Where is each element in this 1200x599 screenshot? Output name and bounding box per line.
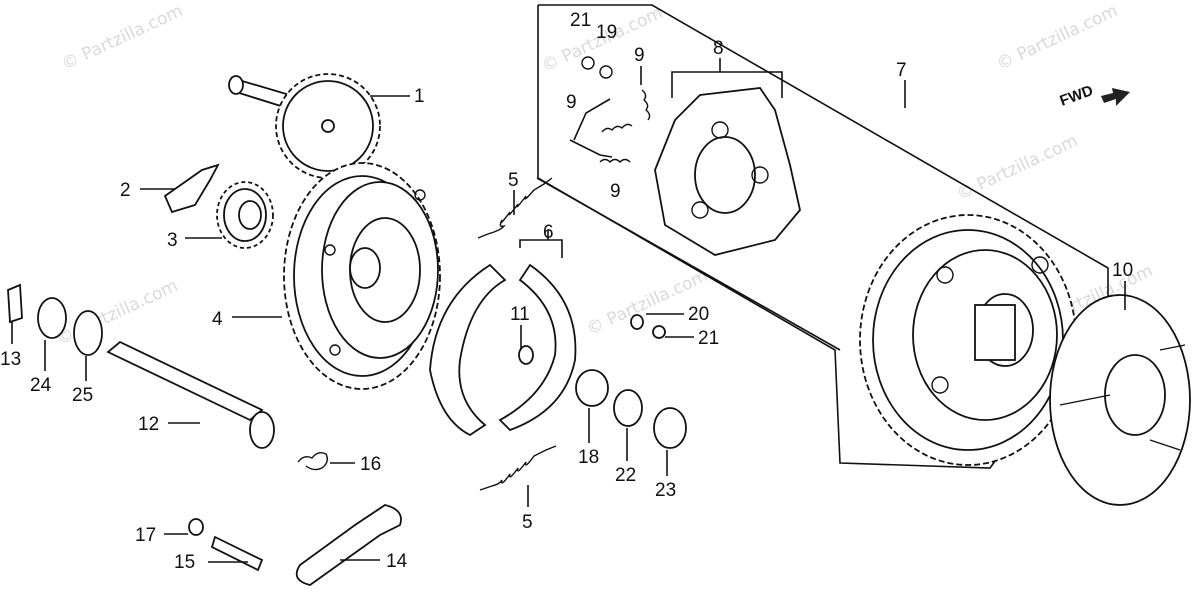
part-22-washer	[613, 389, 643, 427]
part-14-arm	[295, 504, 402, 586]
callout-20: 20	[688, 304, 709, 325]
callout-4: 4	[212, 309, 223, 330]
part-8-clutch-shoes	[654, 87, 801, 256]
callout-1: 1	[414, 86, 425, 107]
callout-11: 11	[510, 304, 530, 325]
forward-direction-arrow: FWD	[1058, 82, 1130, 110]
part-5-spring-upper	[477, 177, 553, 239]
leader-lines	[11, 58, 1126, 563]
callout-16: 16	[360, 454, 381, 475]
part-9-spring	[641, 89, 651, 121]
part-2-plate	[163, 163, 220, 214]
callout-9: 9	[566, 92, 577, 113]
watermark: © Partzilla.com	[59, 1, 186, 75]
part-10-side-plate	[1049, 294, 1191, 506]
callout-14: 14	[386, 551, 408, 572]
part-16-spring	[297, 451, 329, 471]
part-12-shaft	[106, 340, 275, 449]
callout-24: 24	[30, 375, 52, 396]
callout-19: 19	[596, 22, 617, 43]
part-3-small-gear	[216, 181, 274, 249]
callout-5: 5	[508, 170, 519, 191]
callout-8: 8	[713, 38, 724, 59]
callout-21: 21	[698, 328, 719, 349]
part-9-spring	[599, 158, 631, 163]
part-21-clip	[652, 325, 666, 339]
fwd-label: FWD	[1058, 82, 1096, 110]
part-24-bearing	[37, 297, 67, 339]
part-20-washer	[630, 314, 644, 330]
callout-13: 13	[0, 349, 21, 370]
assembly-outline-edge	[536, 177, 841, 351]
callout-12: 12	[138, 414, 159, 435]
callout-10: 10	[1112, 260, 1133, 281]
part-7-outer-drum	[859, 214, 1077, 466]
callout-22: 22	[615, 465, 636, 486]
part-19-washer	[599, 65, 613, 79]
callout-3: 3	[167, 230, 178, 251]
part-21-clip	[581, 56, 595, 70]
part-25-seal	[73, 310, 103, 356]
callout-7: 7	[896, 60, 907, 81]
part-23-washer	[653, 407, 687, 449]
callout-9: 9	[634, 45, 645, 66]
part-15-pin	[210, 535, 264, 572]
callout-18: 18	[578, 447, 599, 468]
callout-9: 9	[610, 181, 621, 202]
callout-23: 23	[655, 480, 676, 501]
part-4-sprocket-drum	[283, 162, 441, 390]
callout-15: 15	[174, 552, 195, 573]
callout-numbers: 1 2 3 4 5 5 6 7 8 9 9 9 10 11 12 13 14 1…	[0, 10, 1133, 573]
part-5-spring-lower	[479, 445, 557, 491]
callout-17: 17	[135, 525, 156, 546]
watermark: © Partzilla.com	[584, 266, 711, 340]
part-18-nut	[575, 369, 609, 407]
watermark: © Partzilla.com	[994, 1, 1121, 75]
part-6-brake-shoes	[429, 263, 577, 437]
watermark: © Partzilla.com	[54, 276, 181, 350]
callout-5: 5	[522, 512, 533, 533]
part-1-shaft-gear	[228, 73, 381, 179]
callout-25: 25	[72, 385, 93, 406]
watermark: © Partzilla.com	[954, 131, 1081, 205]
callout-21: 21	[570, 10, 591, 31]
part-13-link	[7, 283, 23, 324]
callout-6: 6	[543, 222, 554, 243]
callout-2: 2	[120, 180, 131, 201]
part-17-clip	[188, 518, 204, 536]
part-9-spring	[601, 123, 633, 133]
